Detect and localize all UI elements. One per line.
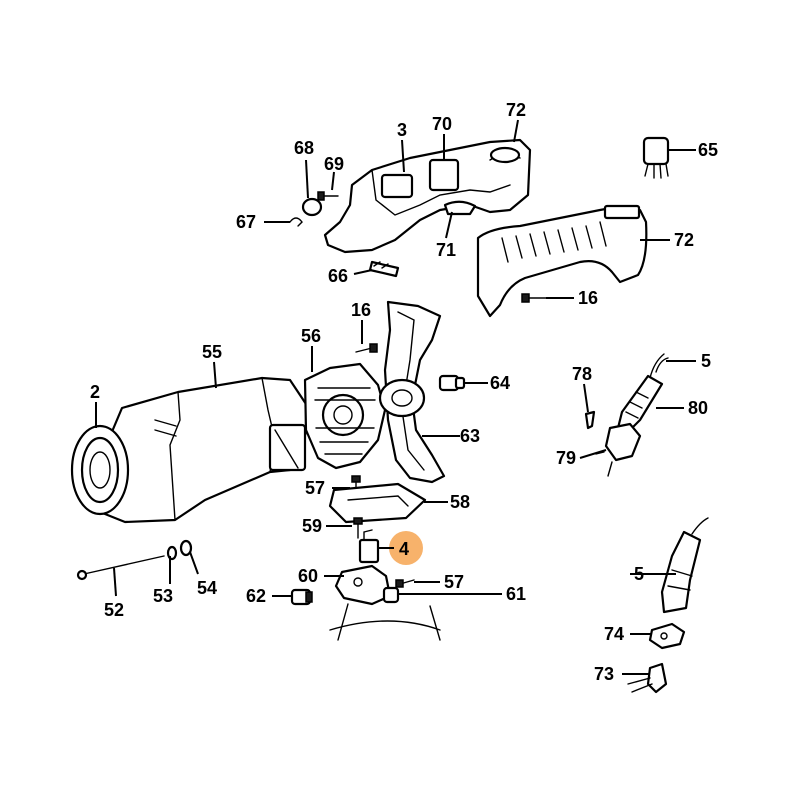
callout-66: 66 (328, 266, 348, 286)
leader-lines (95, 119, 696, 675)
callout-57-bottom: 57 (444, 572, 464, 592)
callout-67: 67 (236, 212, 256, 232)
callout-68: 68 (294, 138, 314, 158)
callout-80: 80 (688, 398, 708, 418)
callout-62: 62 (246, 586, 266, 606)
callout-56: 56 (301, 326, 321, 346)
gear-housing-upper (323, 138, 532, 254)
callout-16-endcap: 16 (351, 300, 371, 320)
callout-59: 59 (302, 516, 322, 536)
callout-78: 78 (572, 364, 592, 384)
callout-5-upper: 5 (701, 351, 711, 371)
callout-5-lower: 5 (634, 564, 644, 584)
terminal-part-61 (382, 586, 400, 604)
cable-part-5-lower (660, 517, 709, 614)
callout-57-top: 57 (305, 478, 325, 498)
screw-part-59 (353, 517, 363, 539)
callout-63: 63 (460, 426, 480, 446)
connector-part-62 (290, 588, 313, 606)
carbon-brush-part-4 (358, 529, 380, 564)
callout-71: 71 (436, 240, 456, 260)
switch-part-79 (595, 422, 642, 477)
callout-65: 65 (698, 140, 718, 160)
callout-61: 61 (506, 584, 526, 604)
callout-58: 58 (450, 492, 470, 512)
cable-clamp-part-74 (648, 622, 686, 650)
end-cap-part-56 (303, 362, 387, 470)
screw-part-16-endcap (355, 343, 378, 353)
callout-72-housing: 72 (506, 100, 526, 120)
callout-64: 64 (490, 373, 510, 393)
callout-73: 73 (594, 664, 614, 684)
cable-part-5-upper (649, 353, 669, 379)
motor-housing-part-55 (70, 376, 308, 524)
callout-55: 55 (202, 342, 222, 362)
cable-sleeve-part-80 (616, 374, 664, 434)
callout-70: 70 (432, 114, 452, 134)
callout-54: 54 (197, 578, 217, 598)
callout-2: 2 (90, 382, 100, 402)
screw-part-16-handle (521, 293, 547, 303)
bushing-part-68 (301, 197, 323, 217)
callout-79: 79 (556, 448, 576, 468)
callout-labels: 2 3 4 5 5 16 16 52 53 54 55 56 57 57 58 … (90, 100, 718, 684)
screw-part-66 (368, 260, 400, 278)
brush-holder-part-60 (329, 564, 441, 641)
screw-part-57-bottom (395, 579, 415, 588)
screw-part-64 (438, 374, 466, 392)
side-handle-part-72 (476, 204, 648, 318)
callout-52: 52 (104, 600, 124, 620)
callout-69: 69 (324, 154, 344, 174)
screw-part-78 (584, 410, 596, 430)
screw-part-69 (317, 191, 339, 201)
highlight-marker (389, 531, 423, 565)
guard-part-63 (378, 300, 446, 484)
terminal-part-73 (627, 662, 668, 694)
callout-60: 60 (298, 566, 318, 586)
callout-72-handle: 72 (674, 230, 694, 250)
nut-part-54 (179, 539, 193, 557)
callout-16-handle: 16 (578, 288, 598, 308)
cover-plate-part-58 (328, 482, 427, 524)
callout-53: 53 (153, 586, 173, 606)
callout-74: 74 (604, 624, 624, 644)
callout-3: 3 (397, 120, 407, 140)
capacitor-part-65 (642, 136, 670, 179)
long-bolt-part-52 (76, 555, 165, 581)
clip-part-67 (289, 217, 303, 227)
callout-4: 4 (399, 539, 409, 559)
